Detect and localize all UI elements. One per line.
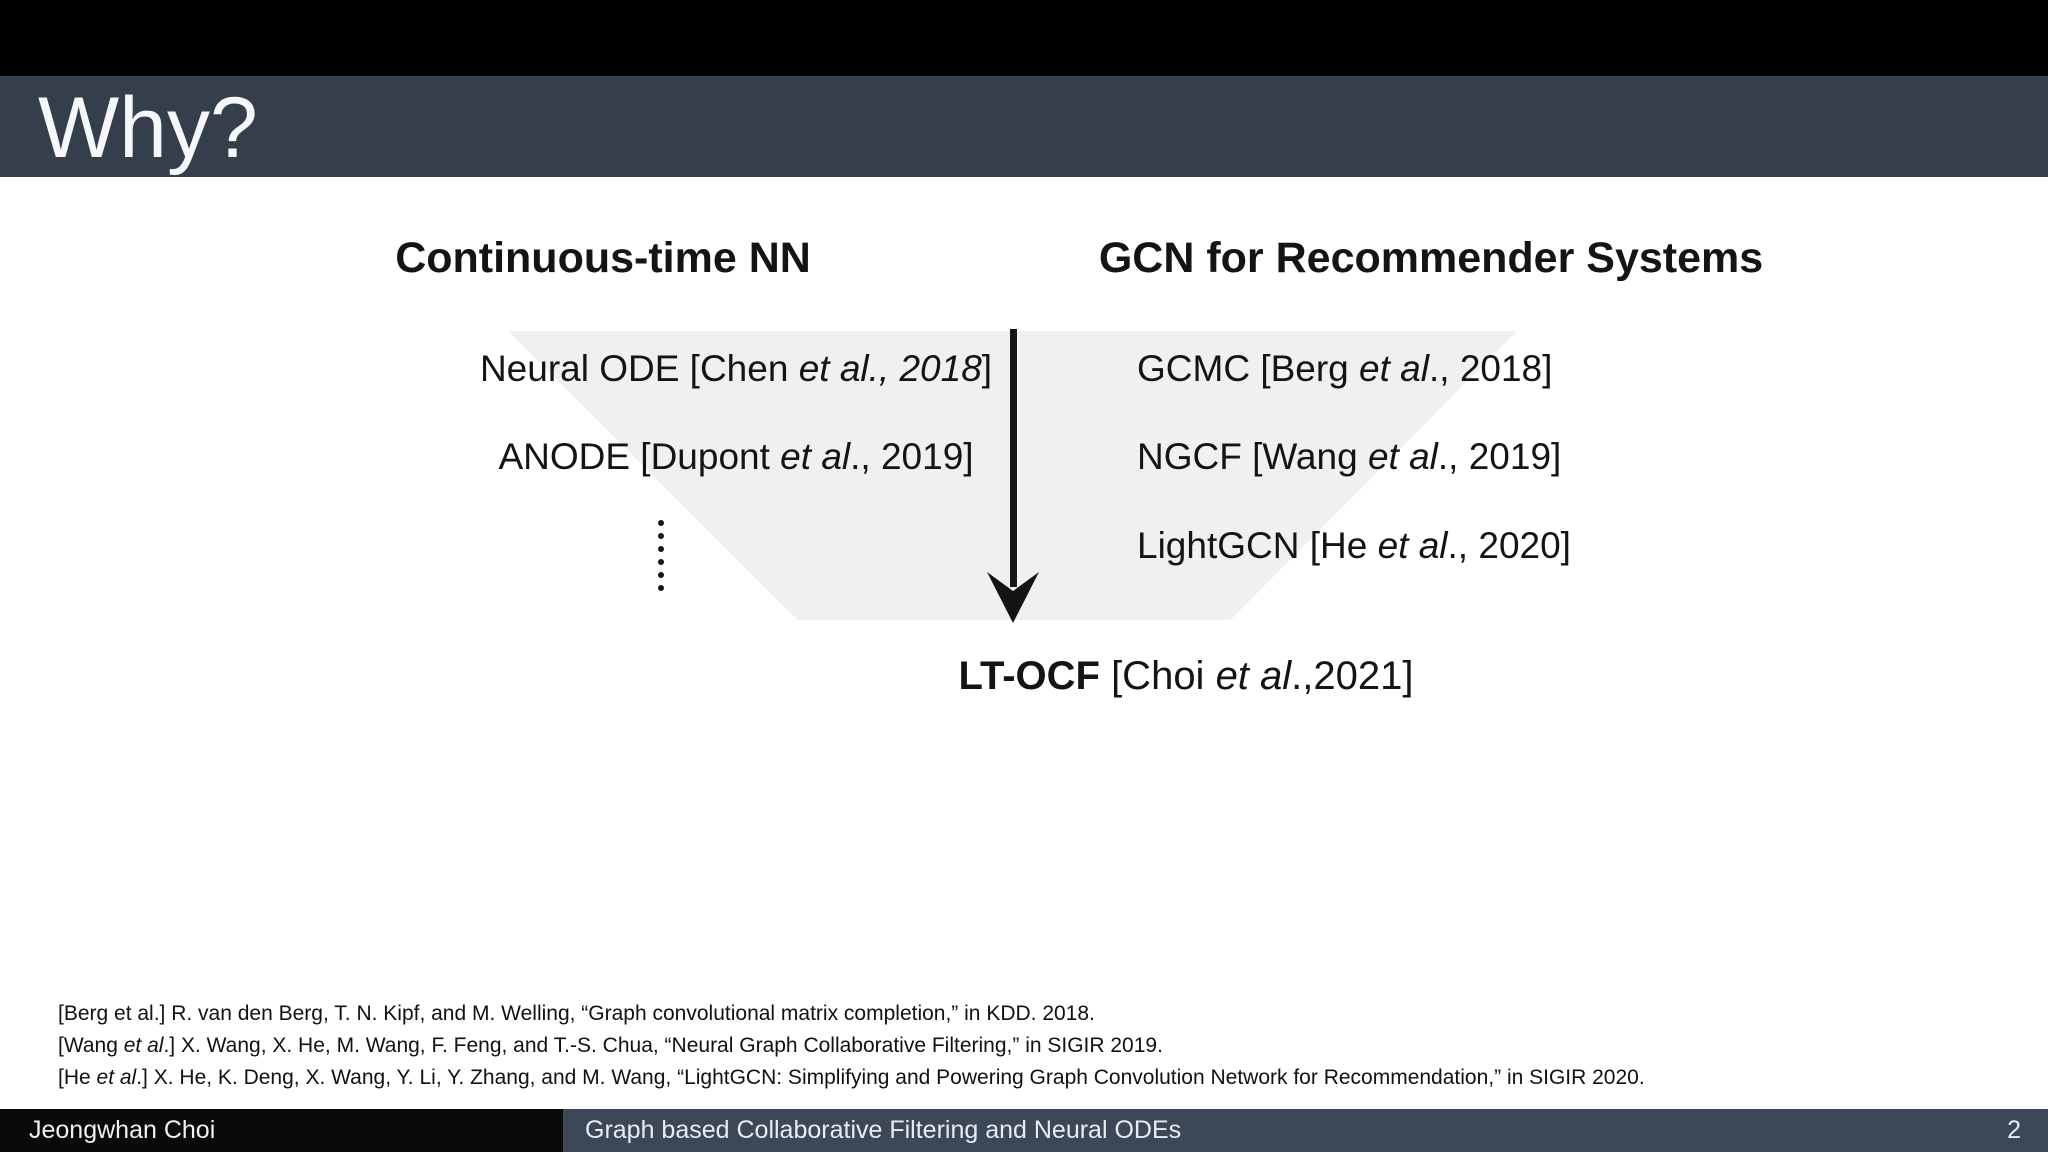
vertical-ellipsis-dots — [656, 520, 665, 591]
list-item-anode: ANODE [Dupont et al., 2019] — [498, 436, 974, 477]
column-heading-continuous-time-nn: Continuous-time NN — [395, 234, 811, 282]
page-number: 2 — [2007, 1116, 2021, 1144]
footer-right-section: Graph based Collaborative Filtering and … — [563, 1109, 2048, 1152]
reference-berg: [Berg et al.] R. van den Berg, T. N. Kip… — [58, 1002, 1095, 1025]
top-black-bar — [0, 0, 2048, 76]
references-block: [Berg et al.] R. van den Berg, T. N. Kip… — [58, 998, 1645, 1094]
column-heading-gcn-recsys: GCN for Recommender Systems — [1098, 234, 1764, 282]
reference-he: [He et al.] X. He, K. Deng, X. Wang, Y. … — [58, 1066, 1645, 1089]
footer-author: Jeongwhan Choi — [0, 1109, 563, 1152]
list-item-lightgcn: LightGCN [He et al., 2020] — [1137, 525, 1571, 566]
list-item-ngcf: NGCF [Wang et al., 2019] — [1137, 436, 1562, 477]
reference-wang: [Wang et al.] X. Wang, X. He, M. Wang, F… — [58, 1034, 1163, 1057]
list-item-neural-ode: Neural ODE [Chen et al., 2018] — [479, 348, 993, 389]
slide-title: Why? — [38, 80, 258, 176]
footer-presentation-title: Graph based Collaborative Filtering and … — [585, 1116, 1182, 1144]
list-item-gcmc: GCMC [Berg et al., 2018] — [1137, 348, 1553, 389]
result-lt-ocf: LT-OCF [Choi et al.,2021] — [958, 654, 1414, 698]
slide-title-bar: Why? — [0, 76, 2048, 177]
footer-bar: Jeongwhan Choi Graph based Collaborative… — [0, 1109, 2048, 1152]
down-arrow-icon — [987, 329, 1039, 623]
